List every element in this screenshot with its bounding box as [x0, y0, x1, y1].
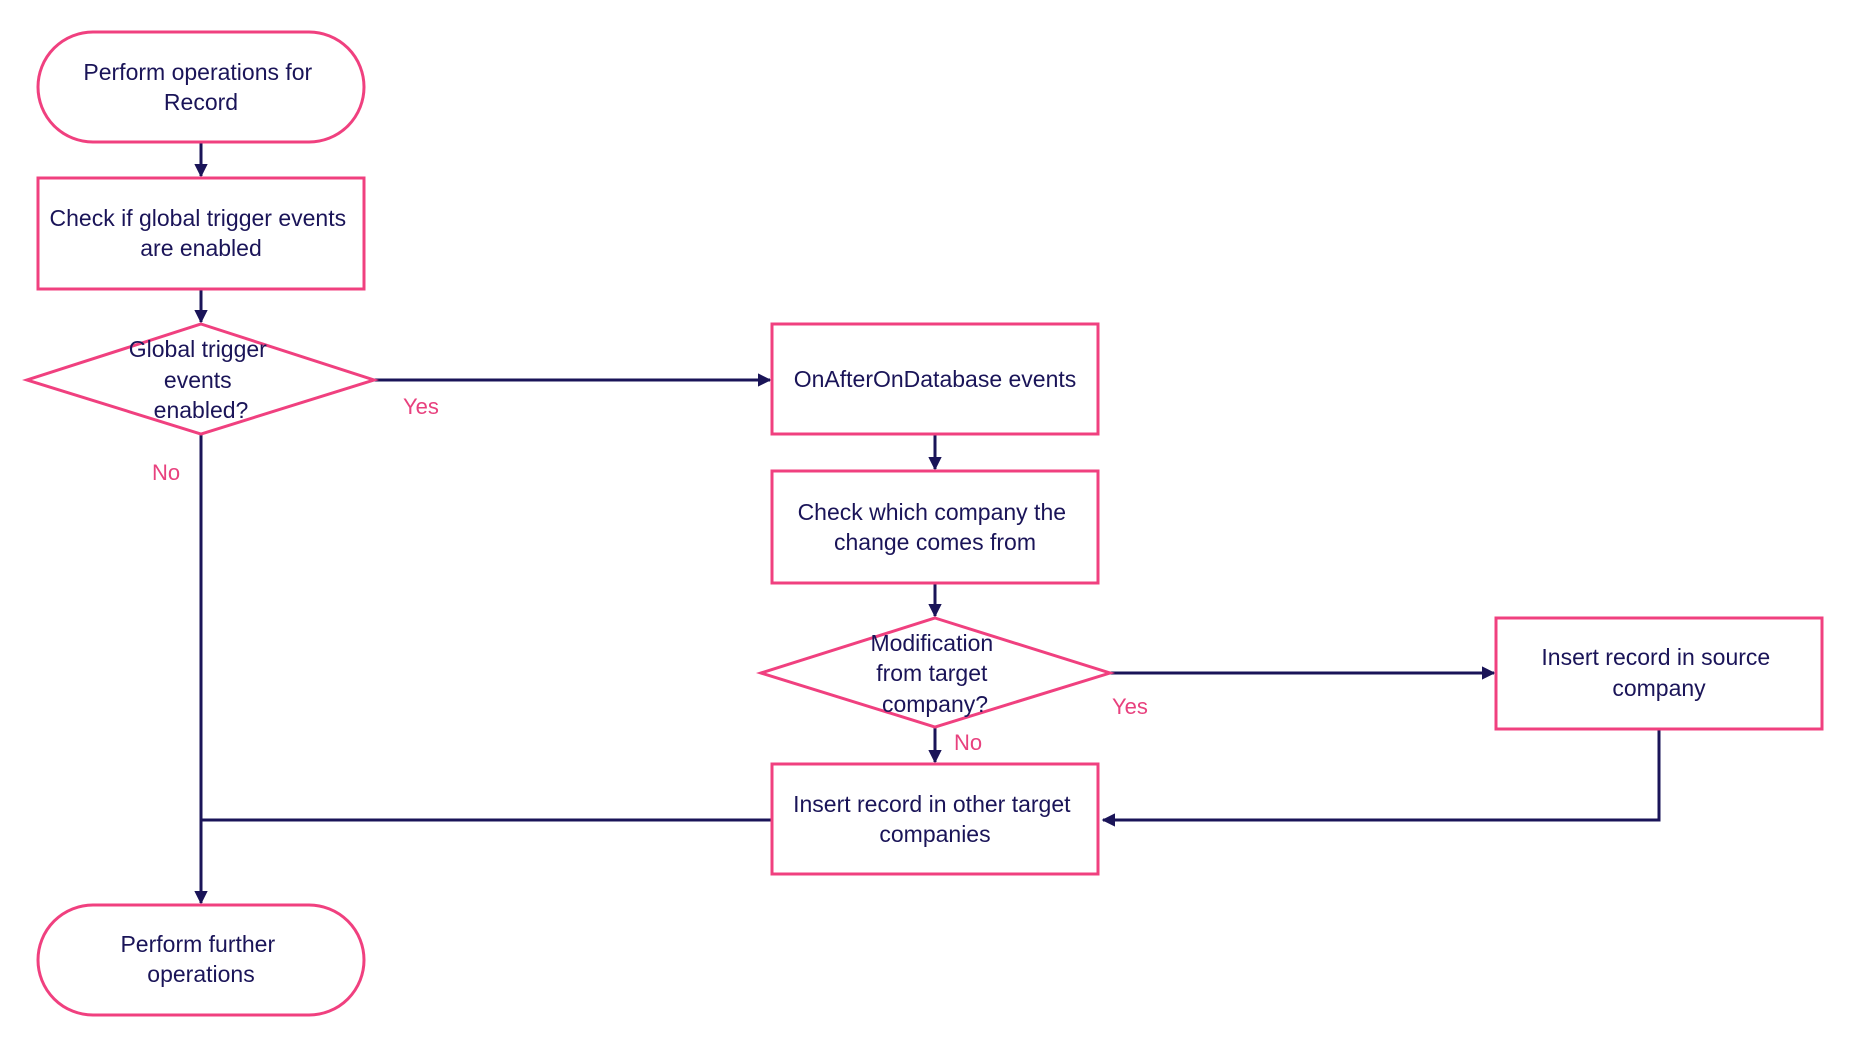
- terminator-shape: [36, 30, 366, 144]
- node-start-line-2: Record: [164, 89, 238, 115]
- node-decision-global-line-3: enabled?: [154, 397, 249, 423]
- process-shape: [770, 322, 1100, 436]
- process-shape: [770, 762, 1100, 876]
- node-check-company-label: Check which company the change comes fro…: [798, 499, 1073, 555]
- node-start-label: Perform operations for Record: [83, 59, 318, 115]
- node-insert-other-label: Insert record in other target companies: [793, 791, 1077, 847]
- node-decision-global: Global trigger events enabled?: [22, 322, 379, 436]
- node-start: Perform operations for Record: [36, 30, 366, 144]
- node-insert-other-line-2: companies: [879, 821, 990, 847]
- node-insert-other: Insert record in other target companies: [770, 762, 1100, 876]
- node-decision-target-label: Modification from target company?: [870, 630, 999, 717]
- node-check-global-label: Check if global trigger events are enabl…: [50, 205, 353, 261]
- node-decision-global-line-1: Global trigger: [129, 336, 267, 362]
- node-check-company-line-1: Check which company the: [798, 499, 1066, 525]
- node-decision-target-line-1: Modification: [870, 630, 993, 656]
- node-decision-global-line-2: events: [164, 367, 232, 393]
- terminator-shape: [36, 903, 366, 1017]
- node-end-line-2: operations: [147, 961, 254, 987]
- node-end-label: Perform further operations: [120, 931, 281, 987]
- decision-shape: [755, 616, 1116, 729]
- node-check-company: Check which company the change comes fro…: [770, 469, 1100, 585]
- node-insert-source-line-1: Insert record in source: [1541, 644, 1770, 670]
- decision-shape: [22, 322, 379, 436]
- edge-label-global-no: No: [152, 460, 180, 485]
- node-check-company-line-2: change comes from: [834, 529, 1036, 555]
- edge-labels: Yes No Yes No: [152, 394, 1148, 755]
- node-decision-global-label: Global trigger events enabled?: [129, 336, 273, 423]
- node-insert-other-line-1: Insert record in other target: [793, 791, 1071, 817]
- edge-source-to-other: [1101, 729, 1661, 827]
- node-check-global-line-2: are enabled: [140, 235, 262, 261]
- node-end-line-1: Perform further: [120, 931, 275, 957]
- node-on-after: OnAfterOnDatabase events: [770, 322, 1100, 436]
- process-shape: [770, 469, 1100, 585]
- node-end: Perform further operations: [36, 903, 366, 1017]
- edge-label-global-yes: Yes: [403, 394, 439, 419]
- node-on-after-label: OnAfterOnDatabase events: [794, 366, 1077, 392]
- node-insert-source: Insert record in source company: [1494, 616, 1824, 731]
- edge-label-target-yes: Yes: [1112, 694, 1148, 719]
- node-on-after-line-1: OnAfterOnDatabase events: [794, 366, 1077, 392]
- node-decision-target-line-3: company?: [882, 691, 988, 717]
- node-insert-source-label: Insert record in source company: [1541, 644, 1776, 701]
- node-start-line-1: Perform operations for: [83, 59, 312, 85]
- process-shape: [1494, 616, 1824, 731]
- node-check-global-line-1: Check if global trigger events: [50, 205, 347, 231]
- connectors: [194, 142, 1661, 905]
- node-check-global: Check if global trigger events are enabl…: [36, 176, 366, 291]
- node-decision-target: Modification from target company?: [755, 616, 1116, 729]
- node-insert-source-line-2: company: [1612, 675, 1706, 701]
- node-decision-target-line-2: from target: [876, 660, 988, 686]
- edge-label-target-no: No: [954, 730, 982, 755]
- process-shape: [36, 176, 366, 291]
